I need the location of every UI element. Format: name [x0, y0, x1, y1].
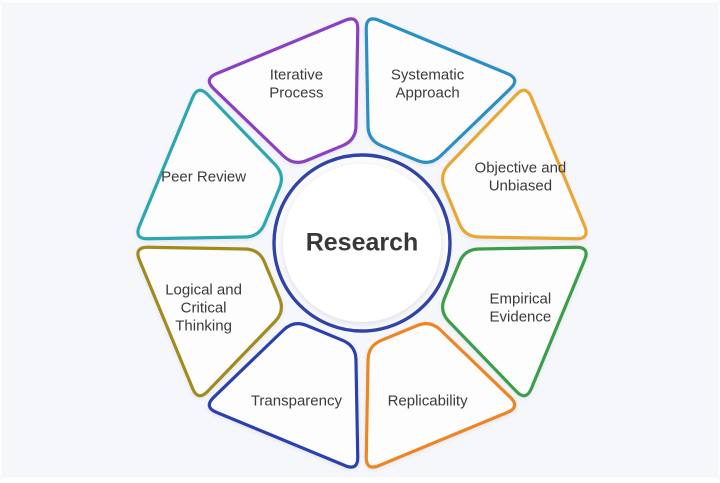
petal-label-line: Systematic	[391, 67, 465, 84]
center-label: Research	[306, 229, 419, 257]
petal-shape-iterative-process[interactable]	[207, 17, 360, 164]
petal-label-line: Logical and	[165, 282, 242, 299]
petal-label-line: Unbiased	[489, 177, 552, 194]
center-inner-disc	[283, 164, 441, 322]
petal-label-line: Process	[269, 85, 323, 102]
petal-transparency[interactable]: Transparency	[207, 322, 360, 469]
petal-label-line: Evidence	[490, 309, 552, 326]
petal-shape-logical-and-critical-thinking[interactable]	[136, 245, 283, 398]
petal-label-line: Replicability	[388, 392, 469, 409]
petal-label-transparency: Transparency	[251, 392, 343, 409]
petal-label-peer-review: Peer Review	[161, 168, 246, 185]
petal-shape-objective-and-unbiased[interactable]	[441, 88, 588, 241]
petal-peer-review[interactable]: Peer Review	[136, 88, 283, 241]
petal-label-line: Transparency	[251, 392, 343, 409]
petal-label-line: Thinking	[175, 318, 232, 335]
petal-label-line: Peer Review	[161, 168, 246, 185]
petal-label-line: Critical	[181, 300, 227, 317]
petal-label-line: Empirical	[490, 291, 552, 308]
petal-shape-systematic-approach[interactable]	[364, 17, 517, 164]
petal-label-line: Iterative	[270, 67, 323, 84]
petal-shape-transparency[interactable]	[207, 322, 360, 469]
petal-shape-empirical-evidence[interactable]	[441, 245, 588, 398]
center-node: Research	[272, 153, 452, 333]
petal-label-line: Approach	[395, 85, 459, 102]
petal-shape-replicability[interactable]	[364, 322, 517, 469]
petal-label-line: Objective and	[475, 159, 567, 176]
petal-replicability[interactable]: Replicability	[364, 322, 517, 469]
petal-label-replicability: Replicability	[388, 392, 469, 409]
petal-shape-peer-review[interactable]	[136, 88, 283, 241]
